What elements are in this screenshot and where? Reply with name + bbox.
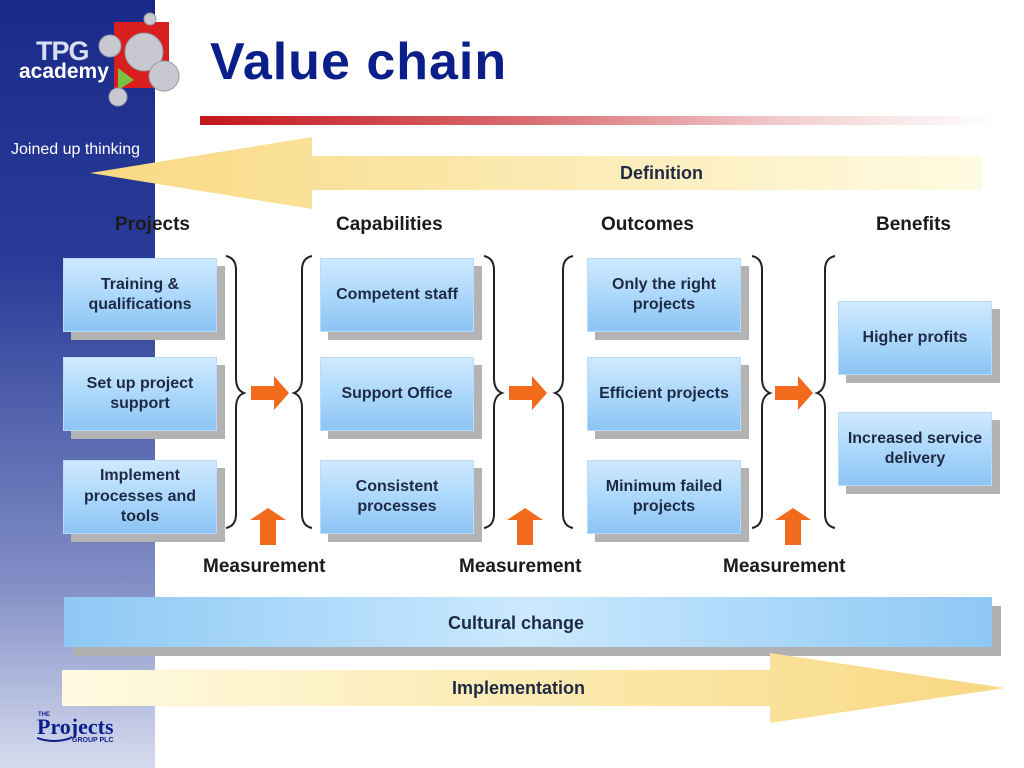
footer-logo-group: GROUP PLC	[72, 737, 114, 744]
tpg-logo-graphic	[98, 12, 180, 107]
logo-sphere-left	[98, 34, 122, 58]
footer-logo-projects: Projects	[37, 714, 114, 739]
logo-sphere-large	[124, 32, 164, 72]
bracket-outcomes-left	[552, 255, 574, 529]
definition-label: Definition	[620, 163, 703, 183]
logo-wordmark-academy: academy	[19, 60, 109, 83]
brackets	[225, 255, 836, 529]
box-right-projects: Only the right projects	[587, 258, 741, 332]
box-service-delivery: Increased service delivery	[838, 412, 992, 486]
bracket-outcomes-right	[751, 255, 773, 529]
bracket-benefits-left	[814, 255, 836, 529]
title-divider	[200, 116, 1000, 125]
box-project-support: Set up project support	[63, 357, 217, 431]
cultural-change-label: Cultural change	[448, 613, 585, 633]
box-support-office: Support Office	[320, 357, 474, 431]
box-training-qualifications: Training & qualifications	[63, 258, 217, 332]
tagline: Joined up thinking	[11, 141, 140, 158]
box-efficient-projects: Efficient projects	[587, 357, 741, 431]
logo-wordmark-tpg: TPG	[36, 36, 90, 66]
logo-green-triangle	[118, 68, 134, 90]
heading-benefits: Benefits	[876, 214, 951, 235]
heading-outcomes: Outcomes	[601, 214, 694, 235]
box-minimum-failed: Minimum failed projects	[587, 460, 741, 534]
footer-logo-swoosh	[37, 737, 71, 742]
bracket-capabilities-right	[483, 255, 505, 529]
heading-projects: Projects	[115, 214, 190, 235]
cultural-change-band	[64, 597, 992, 647]
definition-arrow	[90, 137, 982, 209]
box-processes-tools: Implement processes and tools	[63, 460, 217, 534]
flow-arrows	[250, 376, 813, 545]
logo-sphere-bottom	[108, 87, 128, 107]
box-competent-staff: Competent staff	[320, 258, 474, 332]
arrow-right-2	[509, 376, 547, 410]
arrow-up-2	[507, 508, 543, 545]
bracket-projects-right	[225, 255, 247, 529]
arrow-up-1	[250, 508, 286, 545]
arrow-up-3	[775, 508, 811, 545]
box-higher-profits: Higher profits	[838, 301, 992, 375]
implementation-arrow	[62, 653, 1005, 723]
box-consistent-processes: Consistent processes	[320, 460, 474, 534]
logo-sphere-top	[143, 12, 157, 26]
logo-sphere-right	[148, 60, 180, 92]
measurement-label-2: Measurement	[459, 556, 582, 577]
measurement-label-3: Measurement	[723, 556, 846, 577]
footer-logo-the: THE	[38, 712, 50, 718]
implementation-label: Implementation	[452, 678, 586, 698]
arrow-right-3	[775, 376, 813, 410]
page-title: Value chain	[210, 33, 508, 91]
heading-capabilities: Capabilities	[336, 214, 443, 235]
bracket-capabilities-left	[291, 255, 313, 529]
measurement-label-1: Measurement	[203, 556, 326, 577]
arrow-right-1	[251, 376, 289, 410]
